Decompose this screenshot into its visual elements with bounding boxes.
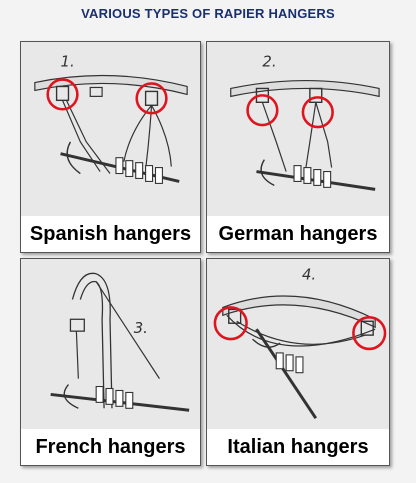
- highlight-circle: [246, 94, 279, 127]
- panel-french-hangers: 3. French hangers: [20, 258, 201, 466]
- panel-caption: German hangers: [207, 216, 389, 252]
- panel-caption: French hangers: [21, 429, 200, 465]
- panel-caption: Italian hangers: [207, 429, 389, 465]
- panel-italian-hangers: 4. Italian hangers: [206, 258, 390, 466]
- panel-german-hangers: 2. German hangers: [206, 41, 390, 253]
- panel-caption: Spanish hangers: [21, 216, 200, 252]
- panel-number: 1.: [61, 54, 75, 71]
- highlight-circle: [352, 316, 387, 351]
- french-hanger-drawing: 3.: [21, 259, 200, 431]
- highlight-circle: [135, 82, 168, 115]
- panel-number: 3.: [134, 320, 148, 337]
- panel-spanish-hangers: 1. Spanish hangers: [20, 41, 201, 253]
- german-hanger-drawing: 2.: [207, 42, 389, 218]
- spanish-hanger-drawing: 1.: [21, 42, 200, 218]
- panel-number: 4.: [302, 267, 316, 284]
- panel-number: 2.: [262, 54, 276, 71]
- highlight-circle: [46, 78, 79, 111]
- italian-hanger-drawing: 4.: [207, 259, 389, 431]
- page-title: VARIOUS TYPES OF RAPIER HANGERS: [81, 6, 335, 21]
- highlight-circle: [301, 96, 334, 129]
- highlight-circle: [213, 306, 248, 341]
